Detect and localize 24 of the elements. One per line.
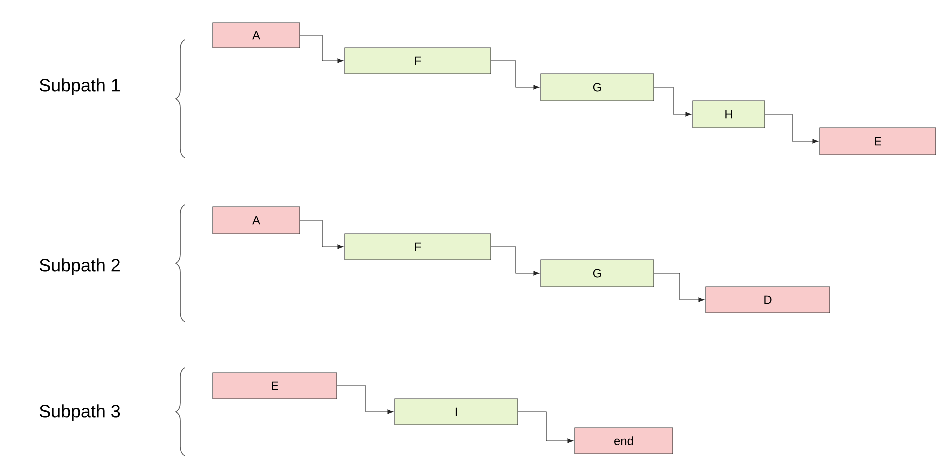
- process-box: I: [394, 398, 518, 426]
- process-box: H: [692, 100, 766, 128]
- row-label: Subpath 2: [40, 258, 120, 276]
- process-box: E: [212, 372, 338, 400]
- arrow: [654, 87, 692, 117]
- arrow: [300, 220, 344, 250]
- process-box: G: [540, 74, 654, 102]
- row-label: Subpath 3: [40, 404, 120, 422]
- process-box: F: [344, 234, 492, 260]
- process-box: G: [540, 260, 654, 288]
- process-box: A: [212, 206, 300, 234]
- process-box: end: [574, 428, 674, 454]
- process-box: A: [212, 22, 300, 48]
- process-box: F: [344, 48, 492, 74]
- arrow: [300, 35, 344, 64]
- arrow: [654, 273, 705, 302]
- arrow: [491, 246, 540, 276]
- arrow: [765, 114, 819, 144]
- arrow: [337, 386, 394, 414]
- arrow: [518, 412, 574, 444]
- process-box: E: [820, 128, 936, 156]
- process-box: D: [706, 286, 830, 314]
- row-label: Subpath 1: [40, 78, 120, 96]
- arrow: [491, 60, 540, 90]
